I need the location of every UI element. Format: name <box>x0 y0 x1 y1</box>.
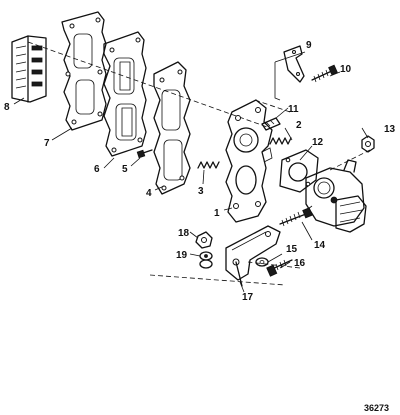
reed-plate-6 <box>103 31 147 157</box>
callout-19: 19 <box>176 250 188 261</box>
fitting-11 <box>261 117 281 131</box>
nut-13 <box>361 135 375 153</box>
callout-3: 3 <box>198 186 204 197</box>
screw-10 <box>311 64 338 83</box>
gasket-4 <box>153 61 191 195</box>
nut-18 <box>195 231 213 249</box>
callout-4: 4 <box>146 188 152 199</box>
callout-15: 15 <box>286 244 298 255</box>
callout-13: 13 <box>384 124 396 135</box>
gasket-7 <box>61 11 107 131</box>
bracket-9 <box>283 45 305 83</box>
spring-2 <box>269 137 292 145</box>
callouts: 1 2 3 4 5 6 7 8 9 10 11 12 13 14 15 16 1… <box>4 40 396 303</box>
screw-16 <box>266 259 293 277</box>
leader-lines <box>13 51 369 293</box>
figure-number: 36273 <box>364 403 389 413</box>
carburetor <box>303 159 367 233</box>
screw-5 <box>136 149 153 159</box>
callout-9: 9 <box>306 40 312 51</box>
callout-16: 16 <box>294 258 306 269</box>
callout-14: 14 <box>314 240 326 251</box>
callout-1: 1 <box>214 208 220 219</box>
gasket-12 <box>279 149 319 193</box>
reed-block <box>11 35 47 103</box>
intake-manifold <box>225 99 273 223</box>
callout-8: 8 <box>4 102 10 113</box>
callout-12: 12 <box>312 137 324 148</box>
callout-7: 7 <box>44 138 50 149</box>
callout-10: 10 <box>340 64 352 75</box>
callout-17: 17 <box>242 292 254 303</box>
callout-11: 11 <box>288 104 299 115</box>
washer-15 <box>255 257 269 267</box>
washer-19 <box>199 251 213 269</box>
callout-2: 2 <box>296 120 302 131</box>
callout-6: 6 <box>94 164 100 175</box>
callout-18: 18 <box>178 228 190 239</box>
callout-5: 5 <box>122 164 128 175</box>
bracket-17 <box>225 225 281 287</box>
screw-14 <box>279 207 313 227</box>
spring-3 <box>197 161 220 169</box>
